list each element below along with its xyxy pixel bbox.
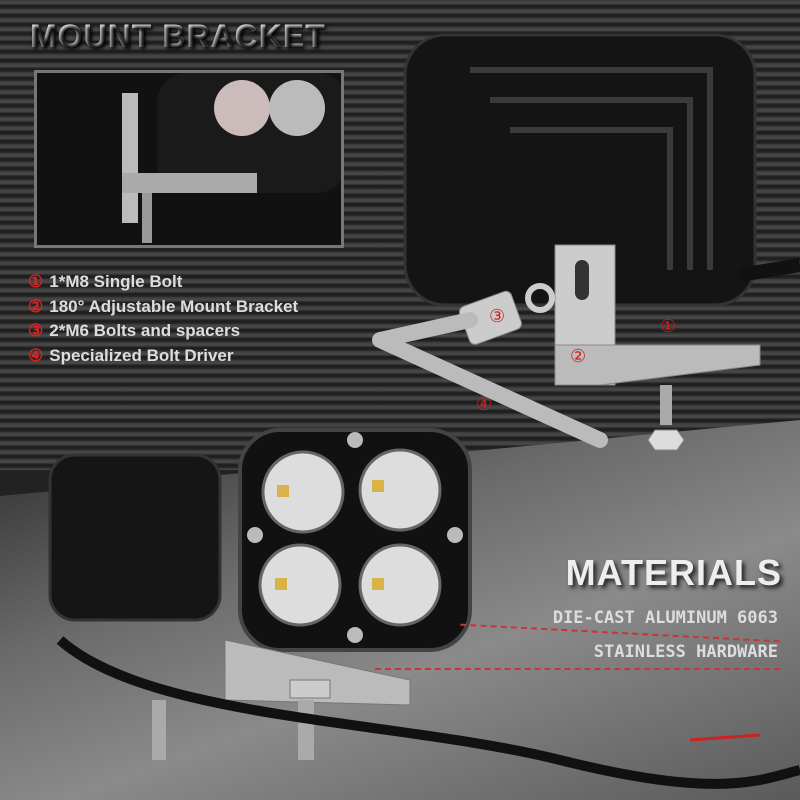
callout-3: ③ bbox=[489, 306, 506, 326]
materials-line-2: STAINLESS HARDWARE bbox=[593, 642, 778, 662]
divider bbox=[375, 668, 780, 670]
power-cable bbox=[56, 636, 800, 789]
callout-2: ② bbox=[570, 346, 587, 366]
callout-4: ④ bbox=[476, 394, 493, 414]
page-title: MOUNT BRACKET bbox=[30, 18, 326, 54]
materials-heading: MATERIALS bbox=[565, 552, 782, 593]
materials-line-1: DIE-CAST ALUMINUM 6063 bbox=[552, 608, 778, 628]
callout-1: ① bbox=[660, 316, 677, 336]
bolt-driver bbox=[372, 312, 608, 448]
inset-photo bbox=[34, 70, 344, 248]
